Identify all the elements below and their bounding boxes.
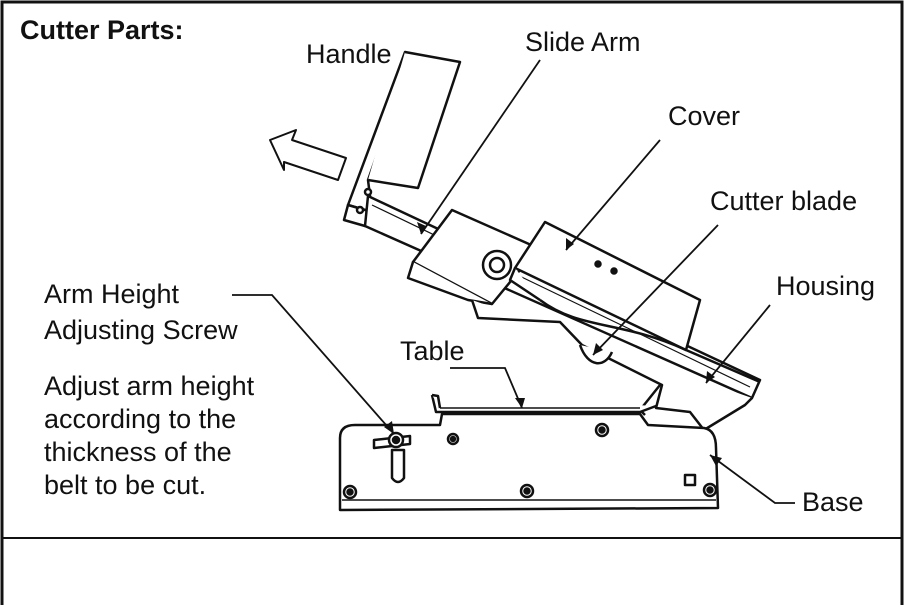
label-arm-height-line2: Adjusting Screw (44, 315, 238, 345)
cover-part (508, 220, 702, 352)
leader-table (450, 367, 523, 409)
label-cover: Cover (668, 101, 741, 131)
leader-housing (705, 304, 771, 384)
label-housing: Housing (776, 271, 876, 301)
handle-part (342, 50, 462, 228)
label-handle: Handle (306, 39, 392, 69)
note-line: Adjust arm height (44, 371, 255, 401)
leader-cover (565, 139, 661, 251)
label-base: Base (802, 487, 864, 517)
label-cutter-blade: Cutter blade (710, 186, 858, 216)
label-slide-arm: Slide Arm (525, 27, 641, 57)
label-arm-height-line1: Arm Height (44, 279, 180, 309)
leader-lines (232, 59, 795, 504)
note-line: thickness of the (44, 437, 232, 467)
direction-arrow-icon (269, 129, 347, 181)
table-part (430, 393, 657, 414)
leader-cutter-blade (592, 224, 719, 356)
leader-arm-height (232, 294, 395, 435)
base-part (338, 412, 720, 512)
note-line: according to the (44, 404, 237, 434)
leader-slide-arm (420, 59, 541, 235)
leader-base (709, 454, 795, 504)
slider-block-part (406, 208, 540, 306)
label-table: Table (400, 336, 465, 366)
adjustment-note: Adjust arm height according to the thick… (44, 370, 254, 502)
page-title: Cutter Parts: (20, 15, 184, 45)
note-line: belt to be cut. (44, 470, 207, 500)
housing-part (470, 299, 761, 432)
